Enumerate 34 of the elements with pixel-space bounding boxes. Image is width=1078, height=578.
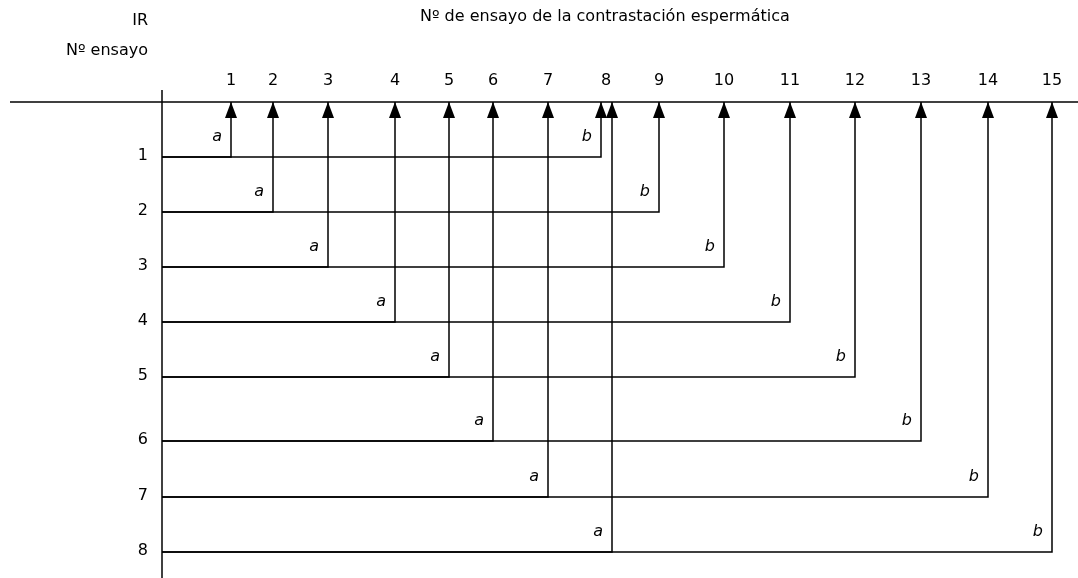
column-number: 12 <box>843 70 867 90</box>
column-number: 9 <box>652 70 666 90</box>
column-number: 6 <box>486 70 500 90</box>
arrow <box>161 101 665 213</box>
column-number: 14 <box>976 70 1000 90</box>
column-number: 5 <box>442 70 456 90</box>
column-number: 8 <box>599 70 613 90</box>
axis-title: Nº de ensayo de la contrastación espermática <box>420 6 790 26</box>
row-number: 2 <box>136 200 148 220</box>
arrow <box>161 101 730 268</box>
column-number: 3 <box>321 70 335 90</box>
axis-heading: Nº ensayo <box>66 40 148 60</box>
column-number: 15 <box>1040 70 1064 90</box>
row-number: 7 <box>136 485 148 505</box>
arrow <box>161 101 927 442</box>
column-number: 2 <box>266 70 280 90</box>
row-number: 5 <box>136 365 148 385</box>
column-number: 4 <box>388 70 402 90</box>
arrow <box>161 101 994 498</box>
column-number: 11 <box>778 70 802 90</box>
row-number: 6 <box>136 429 148 449</box>
row-number: 4 <box>136 310 148 330</box>
arrow <box>161 101 607 158</box>
arrow <box>161 101 796 323</box>
arrow <box>161 101 861 378</box>
row-number: 8 <box>136 540 148 560</box>
column-number: 13 <box>909 70 933 90</box>
row-number: 3 <box>136 255 148 275</box>
row-number: 1 <box>136 145 148 165</box>
axis-heading: IR <box>132 10 148 30</box>
column-number: 10 <box>712 70 736 90</box>
column-number: 7 <box>541 70 555 90</box>
column-number: 1 <box>224 70 238 90</box>
arrow <box>161 101 1058 553</box>
